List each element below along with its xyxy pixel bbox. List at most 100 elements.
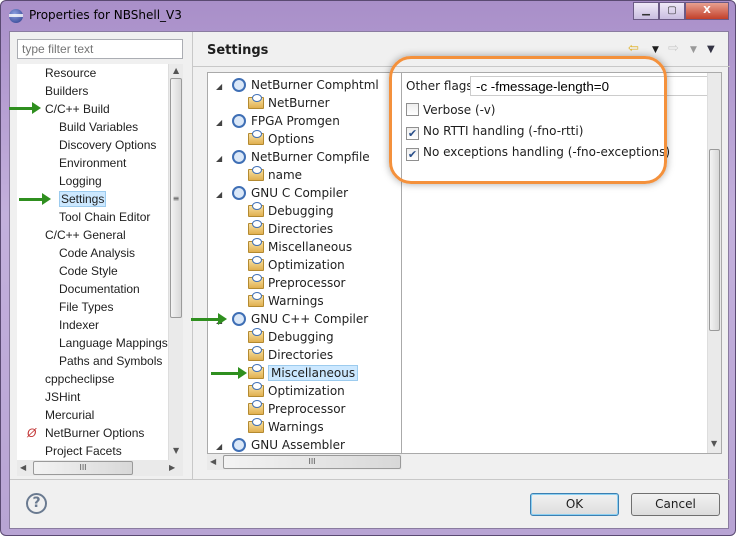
tree-item[interactable]: Options <box>248 130 314 148</box>
tree-item[interactable]: NetBurner <box>248 94 330 112</box>
arrow-head <box>42 193 51 205</box>
tree-item[interactable]: cppcheclipse <box>45 370 114 388</box>
checkbox-icon[interactable] <box>406 103 419 116</box>
tree-item[interactable]: Resource <box>45 64 96 82</box>
tree-item[interactable]: Tool Chain Editor <box>59 208 150 226</box>
tree-item[interactable]: Mercurial <box>45 406 94 424</box>
tree-item[interactable]: ◢NetBurner Compfile <box>216 148 370 166</box>
tree-item[interactable]: Settings <box>59 190 107 208</box>
arrow-shaft <box>191 318 219 321</box>
tree-item-label: Miscellaneous <box>268 365 359 381</box>
left-horizontal-scrollbar[interactable]: ◀ III ▶ <box>17 460 183 476</box>
option-category-icon <box>248 418 264 433</box>
expand-toggle-icon[interactable]: ◢ <box>216 118 223 127</box>
tree-item[interactable]: Logging <box>59 172 102 190</box>
left-vertical-scrollbar[interactable]: ▲ ≡ ▼ <box>168 64 183 460</box>
tree-item[interactable]: Directories <box>248 220 333 238</box>
checkbox-icon[interactable]: ✔ <box>406 127 419 140</box>
expand-toggle-icon[interactable]: ◢ <box>216 154 223 163</box>
option-checkbox[interactable]: ✔ No RTTI handling (-fno-rtti) <box>406 122 583 140</box>
tree-item-label: Preprocessor <box>268 402 346 416</box>
tree-item[interactable]: JSHint <box>45 388 80 406</box>
tree-item[interactable]: Build Variables <box>59 118 138 136</box>
option-checkbox[interactable]: ✔No exceptions handling (-fno-exceptions… <box>406 143 670 161</box>
tree-item[interactable]: Environment <box>59 154 126 172</box>
tree-item[interactable]: Miscellaneous <box>248 238 352 256</box>
tree-item[interactable]: Optimization <box>248 256 345 274</box>
scroll-thumb[interactable]: III <box>33 461 133 475</box>
arrow-head <box>32 102 41 114</box>
arrow-shaft <box>9 107 33 110</box>
tree-item-label: Miscellaneous <box>268 240 353 254</box>
help-button[interactable]: ? <box>26 493 47 514</box>
tool-icon <box>232 114 246 128</box>
tree-item[interactable]: Warnings <box>248 292 324 310</box>
tree-item[interactable]: Project Facets <box>45 442 122 460</box>
tree-item-label: Directories <box>268 222 334 236</box>
tree-item-label: Code Style <box>59 264 118 278</box>
back-menu-icon[interactable]: ▼ <box>652 45 659 55</box>
tree-item[interactable]: File Types <box>59 298 113 316</box>
tool-icon <box>232 78 246 92</box>
tree-item[interactable]: ◢GNU Assembler <box>216 436 345 453</box>
close-button[interactable]: X <box>685 2 729 20</box>
tree-item[interactable]: Optimization <box>248 382 345 400</box>
forward-icon[interactable]: ⇨ <box>668 41 679 56</box>
tree-item[interactable]: Indexer <box>59 316 99 334</box>
arrow-head <box>218 313 227 325</box>
scroll-thumb[interactable]: ≡ <box>170 78 182 318</box>
options-panel: Other flags Verbose (-v)✔No RTTI handlin… <box>402 72 722 454</box>
tree-item[interactable]: ◢NetBurner Comphtml <box>216 76 379 94</box>
other-flags-input[interactable] <box>470 76 720 96</box>
tree-item[interactable]: Discovery Options <box>59 136 156 154</box>
minimize-button[interactable]: ▁ <box>633 2 659 20</box>
tree-item[interactable]: C/C++ Build <box>45 100 110 118</box>
tree-item[interactable]: Preprocessor <box>248 400 345 418</box>
cancel-button[interactable]: Cancel <box>631 493 720 516</box>
tree-item[interactable]: Preprocessor <box>248 274 345 292</box>
sash[interactable] <box>192 32 193 480</box>
option-category-icon <box>248 166 264 181</box>
view-menu-icon[interactable]: ▼ <box>707 44 715 55</box>
expand-toggle-icon[interactable]: ◢ <box>216 442 223 451</box>
tree-item[interactable]: Code Analysis <box>59 244 135 262</box>
tree-item[interactable]: Miscellaneous <box>248 364 359 382</box>
filter-input[interactable] <box>17 39 183 59</box>
forward-menu-icon[interactable]: ▼ <box>690 45 697 55</box>
tool-tree-horizontal-scrollbar[interactable]: ◀ III <box>207 454 402 470</box>
maximize-button[interactable]: ▢ <box>659 2 685 20</box>
tree-item[interactable]: Paths and Symbols <box>59 352 162 370</box>
expand-toggle-icon[interactable]: ◢ <box>216 82 223 91</box>
scroll-thumb[interactable] <box>709 149 720 331</box>
option-checkbox[interactable]: Verbose (-v) <box>406 101 495 119</box>
tree-item[interactable]: C/C++ General <box>45 226 126 244</box>
tree-item-label: Settings <box>59 191 107 207</box>
tree-item[interactable]: ◢GNU C++ Compiler <box>216 310 368 328</box>
tree-item-label: Logging <box>59 174 102 188</box>
tree-item-label: Optimization <box>268 384 345 398</box>
tree-item[interactable]: Debugging <box>248 202 334 220</box>
expand-toggle-icon[interactable]: ◢ <box>216 190 223 199</box>
tree-item[interactable]: Directories <box>248 346 333 364</box>
tree-item[interactable]: Documentation <box>59 280 140 298</box>
tree-item[interactable]: Debugging <box>248 328 334 346</box>
options-vertical-scrollbar[interactable]: ▼ <box>707 73 721 453</box>
tree-item[interactable]: Builders <box>45 82 88 100</box>
tree-item[interactable]: ◢GNU C Compiler <box>216 184 348 202</box>
tree-item[interactable]: Language Mappings <box>59 334 168 352</box>
checkbox-label: No RTTI handling (-fno-rtti) <box>423 124 584 138</box>
scroll-thumb[interactable]: III <box>223 455 401 469</box>
ok-button[interactable]: OK <box>530 493 619 516</box>
tree-item[interactable]: Warnings <box>248 418 324 436</box>
tree-item[interactable]: ◢FPGA Promgen <box>216 112 340 130</box>
tree-item[interactable]: name <box>248 166 302 184</box>
tree-item[interactable]: Code Style <box>59 262 118 280</box>
tree-item-label: C/C++ Build <box>45 102 110 116</box>
option-category-icon <box>248 94 264 109</box>
arrow-shaft <box>211 372 239 375</box>
checkbox-icon[interactable]: ✔ <box>406 148 419 161</box>
back-icon[interactable]: ⇦ <box>628 41 639 56</box>
